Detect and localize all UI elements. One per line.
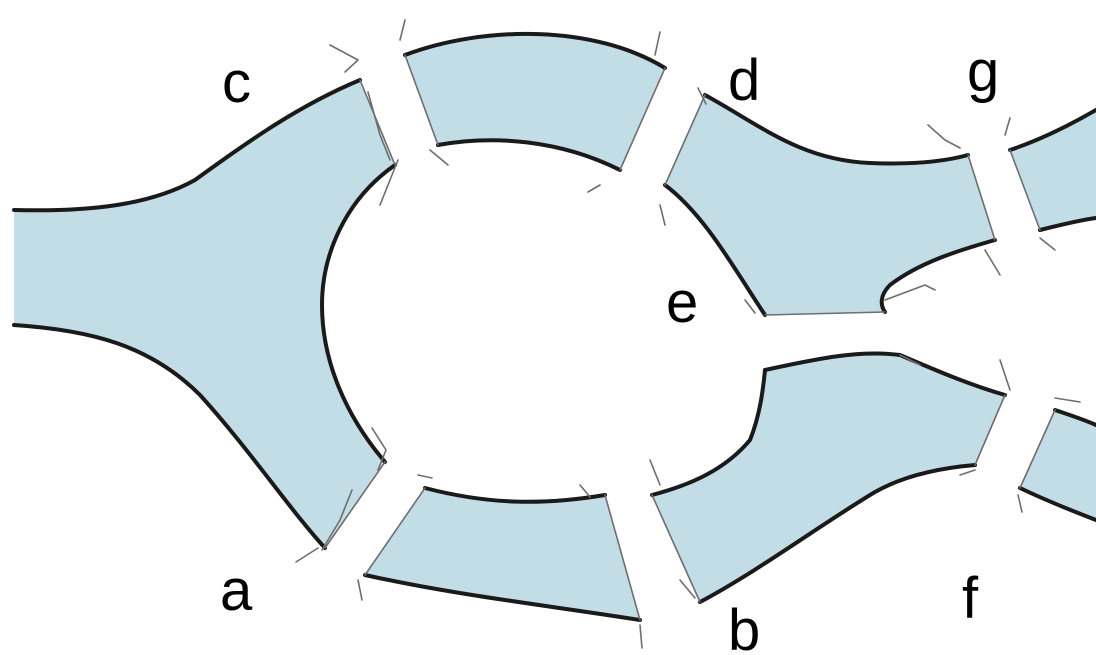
label-g: g: [967, 39, 999, 104]
label-b: b: [728, 598, 760, 655]
label-f: f: [962, 566, 979, 631]
label-e: e: [666, 270, 698, 335]
far-right-upper-region: [1005, 110, 1096, 250]
far-right-lower-region: [1018, 398, 1096, 520]
label-a: a: [220, 558, 253, 623]
label-d: d: [728, 48, 760, 113]
left-y-region: [14, 45, 398, 562]
top-arc-region: [400, 20, 665, 192]
upper-right-region: [660, 88, 1000, 315]
bottom-arc-region: [358, 475, 642, 648]
lower-right-region: [650, 353, 1010, 602]
label-c: c: [222, 50, 251, 115]
